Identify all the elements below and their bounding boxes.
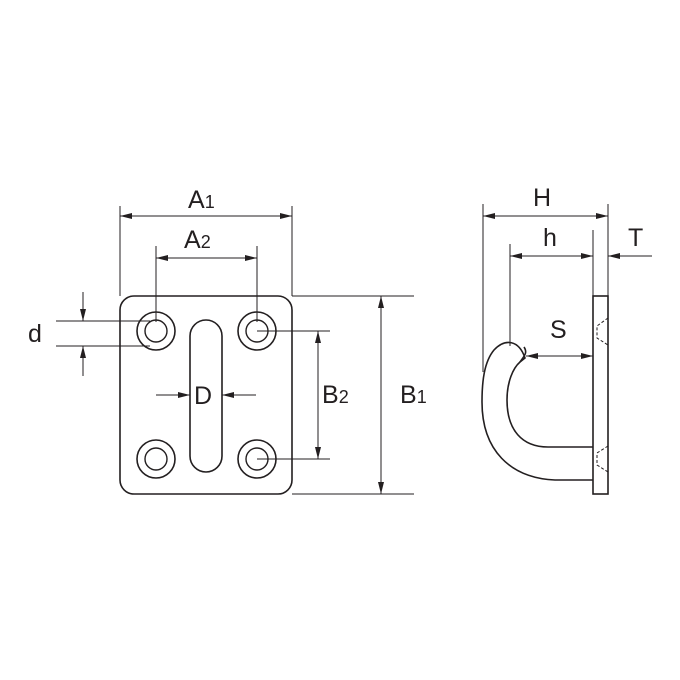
dimension-b2-label: B2: [322, 381, 349, 409]
dimension-h-upper-label: H: [533, 184, 551, 212]
side-countersink-top: [596, 317, 609, 346]
dimension-a1-label: A1: [188, 186, 215, 214]
side-view: [481, 295, 609, 495]
dimension-a2-label: A2: [184, 226, 211, 254]
side-plate: [592, 295, 609, 495]
dimension-d-label: d: [28, 320, 42, 348]
dimension-s-label: S: [550, 316, 567, 344]
side-countersink-bottom: [596, 445, 609, 473]
dimension-t-label: T: [628, 224, 643, 252]
front-view-dimensions: A1 A2 d D B2 B1: [28, 186, 427, 495]
side-view-dimensions: H h T S: [482, 184, 652, 372]
hook-shank: [519, 346, 527, 363]
dimension-b1-label: B1: [400, 381, 427, 409]
dimension-h-lower-label: h: [543, 224, 557, 252]
mounting-hole-bottom-left: [136, 439, 176, 479]
dimension-big-d-label: D: [194, 382, 212, 410]
hook-profile: [481, 341, 593, 481]
mounting-plate-outline: [119, 295, 293, 495]
